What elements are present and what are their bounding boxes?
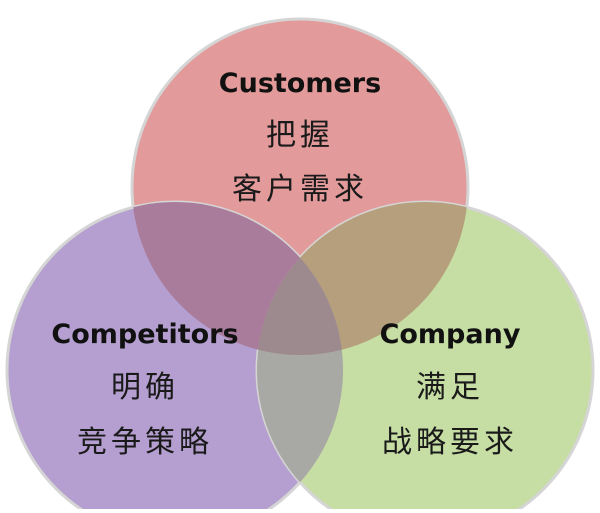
overlap-customers-company [257, 202, 468, 355]
company-line2: 战略要求 [382, 425, 518, 460]
competitors-line2: 竞争策略 [77, 425, 213, 460]
customers-title: Customers [219, 68, 381, 99]
customers-line1: 把握 [266, 118, 334, 153]
company-line1: 满足 [416, 370, 484, 405]
overlap-customers-competitors [132, 202, 343, 355]
competitors-title: Competitors [51, 319, 238, 350]
competitors-line1: 明确 [111, 370, 179, 405]
company-title: Company [380, 319, 521, 350]
customers-line2: 客户需求 [232, 172, 368, 207]
